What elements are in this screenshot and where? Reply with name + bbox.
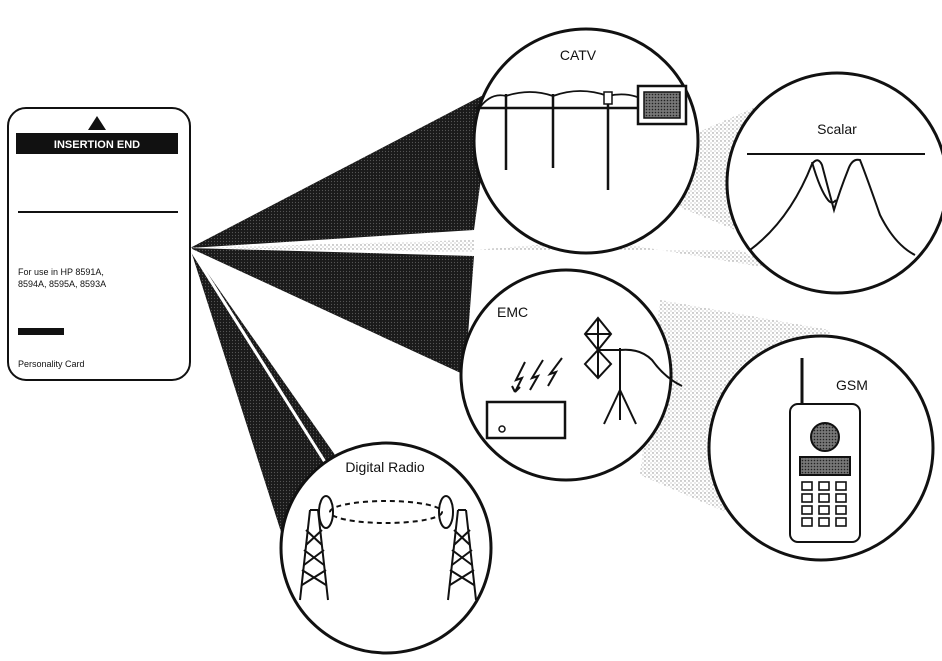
catv-label: CATV [560, 47, 597, 63]
gsm-panel: GSM [709, 336, 933, 560]
catv-panel: CATV [474, 29, 698, 253]
digital-radio-label: Digital Radio [345, 459, 425, 475]
scalar-circle [727, 73, 942, 293]
emc-circle [461, 270, 671, 480]
tv-icon [638, 86, 686, 124]
gsm-label: GSM [836, 377, 868, 393]
card-usage-line2: 8594A, 8595A, 8593A [18, 279, 106, 289]
scalar-panel: Scalar [727, 73, 942, 293]
personality-card: INSERTION END For use in HP 8591A, 8594A… [8, 108, 190, 380]
card-logo-mark [18, 328, 64, 335]
insertion-label: INSERTION END [54, 139, 140, 151]
emc-label: EMC [497, 304, 528, 320]
device-box-icon [487, 402, 565, 438]
catv-beam [190, 90, 493, 248]
card-usage-line1: For use in HP 8591A, [18, 267, 104, 277]
digital-radio-panel: Digital Radio [281, 443, 491, 653]
scalar-label: Scalar [817, 121, 857, 137]
card-title: Personality Card [18, 359, 85, 369]
